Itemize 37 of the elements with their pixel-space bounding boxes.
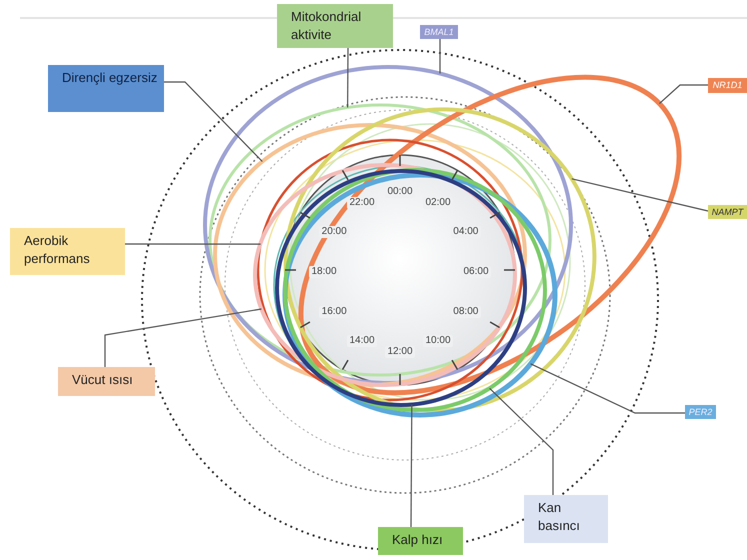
time-label: 04:00 [450, 226, 481, 238]
time-label: 22:00 [347, 196, 377, 209]
rhythm-curve [298, 74, 682, 396]
label-box: NR1D1 [708, 78, 747, 93]
time-label: 14:00 [347, 335, 377, 348]
time-label: 08:00 [450, 306, 481, 318]
time-label: 12:00 [385, 346, 415, 358]
label-box: Mitokondrial aktivite [277, 4, 393, 48]
time-label: 18:00 [309, 266, 339, 278]
leader-line [659, 84, 708, 104]
rhythm-curve [284, 108, 596, 412]
label-box: Vücut ısısı [58, 367, 155, 396]
leader-line [347, 48, 349, 108]
leader-line [125, 243, 261, 245]
rhythm-curve [213, 123, 527, 387]
rhythm-curve [253, 163, 517, 387]
rhythm-curve [203, 65, 573, 385]
time-label: 02:00 [423, 196, 453, 209]
leader-line [164, 81, 263, 162]
label-box: BMAL1 [420, 25, 458, 39]
leader-line [410, 404, 412, 527]
label-box: Dirençli egzersiz [48, 65, 164, 112]
leader-line [530, 363, 685, 414]
leader-line [104, 308, 262, 367]
leader-line [439, 39, 441, 74]
rhythm-curve [256, 138, 524, 402]
time-label: 16:00 [319, 306, 350, 318]
label-box: PER2 [685, 405, 716, 419]
leader-line [572, 178, 708, 212]
time-label: 20:00 [319, 226, 350, 238]
time-label: 10:00 [423, 335, 453, 348]
rhythm-curve [208, 104, 552, 376]
label-box: NAMPT [708, 205, 747, 219]
label-box: Kalp hızı [378, 527, 463, 555]
label-box: Kan basıncı [524, 495, 608, 543]
label-box: Aerobik performans [10, 228, 125, 275]
time-label: 06:00 [461, 266, 491, 278]
